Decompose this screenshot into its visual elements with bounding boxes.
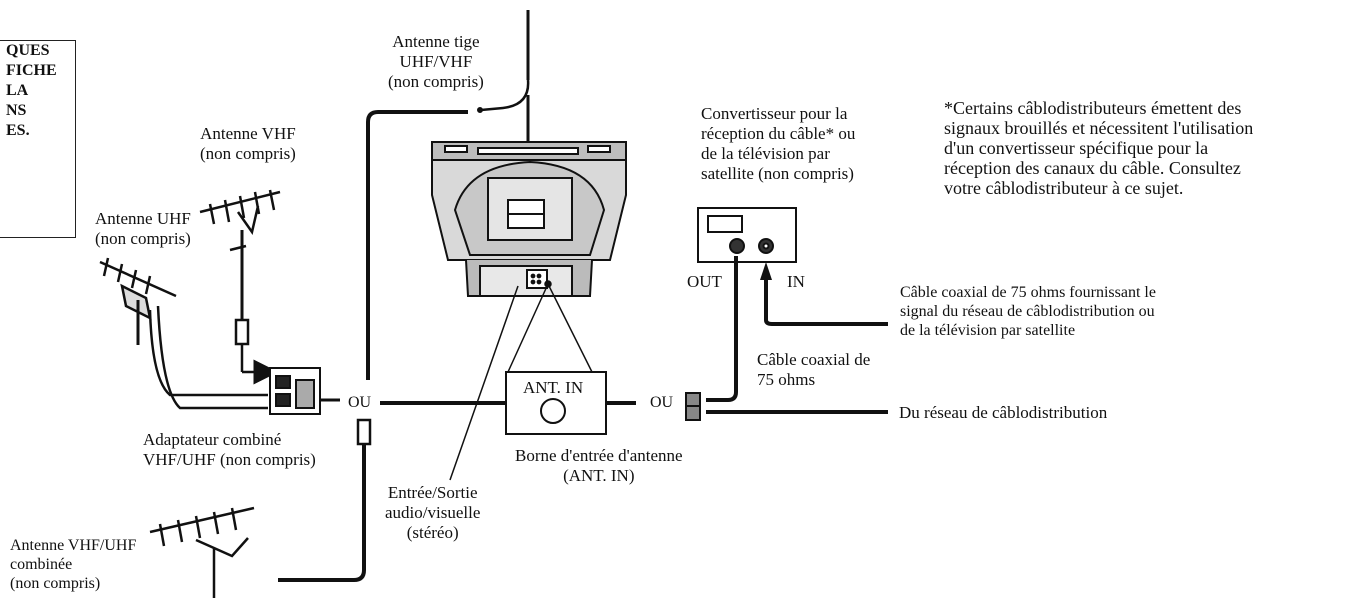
vhf-uhf-antenna-icon xyxy=(149,418,372,598)
warning-line: FICHE xyxy=(6,62,57,79)
uhf-antenna-label: Antenne UHF(non compris) xyxy=(95,209,191,248)
vhf-antenna-label: Antenne VHF(non compris) xyxy=(200,124,296,163)
in-label: IN xyxy=(787,272,805,291)
footnote: *Certains câblodistributeurs émettent de… xyxy=(944,98,1254,198)
vhf-antenna-icon xyxy=(199,189,281,385)
warning-box: QUES FICHE LA NS ES. xyxy=(0,40,76,238)
combiner-icon xyxy=(269,367,340,415)
warning-line: ES. xyxy=(6,122,30,139)
warning-line: LA xyxy=(6,82,29,99)
converter-icon xyxy=(697,207,797,263)
antenna-cable xyxy=(278,110,636,582)
ou-right-label: OU xyxy=(650,394,674,411)
cable-connectors xyxy=(685,392,701,421)
converter-cable xyxy=(706,256,888,414)
cable-network-label: Du réseau de câblodistribution xyxy=(899,403,1108,422)
ant-in-zoom-lines xyxy=(449,280,593,481)
ou-left-label: OU xyxy=(348,394,372,411)
converter-in-arrow xyxy=(760,262,772,280)
out-label: OUT xyxy=(687,272,722,291)
uhf-antenna-icon xyxy=(99,257,268,410)
warning-line: QUES xyxy=(6,42,50,59)
ant-in-terminal-label: Borne d'entrée d'antenne(ANT. IN) xyxy=(515,446,683,485)
television-icon xyxy=(431,141,627,297)
ant-in-panel xyxy=(505,371,607,435)
warning-line: NS xyxy=(6,102,27,119)
ant-in-panel-label: ANT. IN xyxy=(523,378,584,397)
